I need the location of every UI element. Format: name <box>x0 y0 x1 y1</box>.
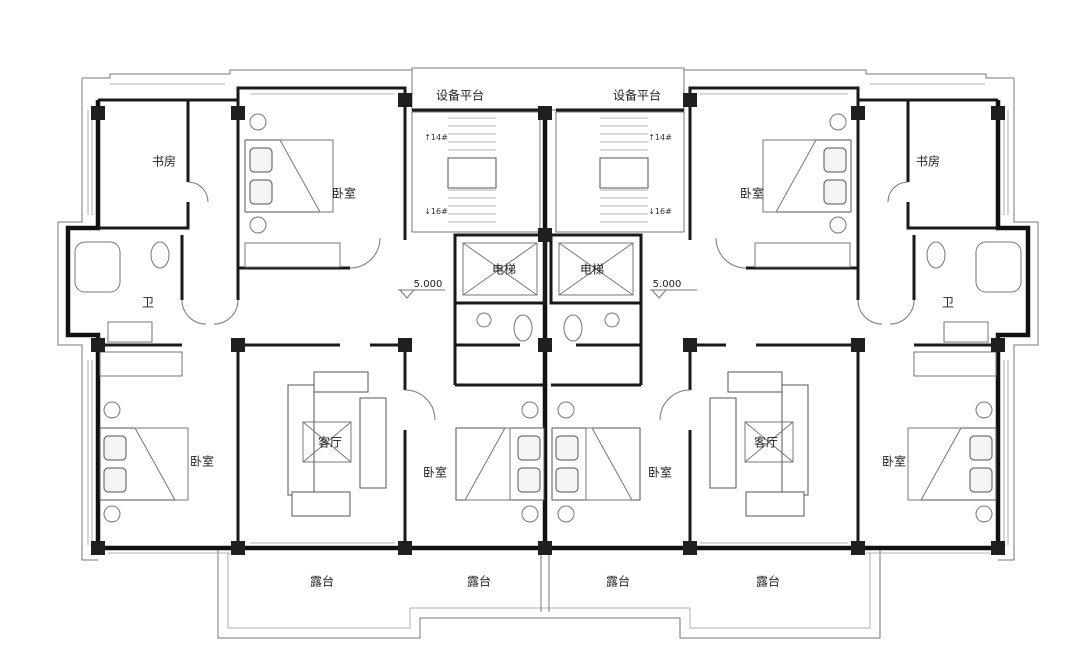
living-room-label-left: 客厅 <box>318 435 342 450</box>
living-room-set-left <box>287 371 387 517</box>
windows <box>87 83 1009 554</box>
column <box>991 338 1005 352</box>
column <box>398 541 412 555</box>
column <box>231 338 245 352</box>
stair-up-label-right: ↑14# <box>648 133 672 142</box>
bathroom-label-left: 卫 <box>142 296 154 310</box>
elevator-shaft-left <box>462 242 538 296</box>
terrace-label-4: 露台 <box>756 574 780 589</box>
elevator-label-left: 电梯 <box>492 263 516 277</box>
bedroom-label-lower-right: 卧室 <box>882 454 906 469</box>
bedroom-label-center-left: 卧室 <box>423 465 447 480</box>
level-marker-right-label: 5.000 <box>653 279 682 290</box>
column <box>398 93 412 107</box>
column <box>398 338 412 352</box>
stair-down-label-left: ↓16# <box>424 207 448 216</box>
column <box>683 93 697 107</box>
staircase-left <box>411 111 541 233</box>
living-room-set-right <box>709 371 809 517</box>
living-room-label-right: 客厅 <box>754 435 778 450</box>
study-label-left: 书房 <box>152 154 176 169</box>
level-marker-right: 5.000 <box>650 279 697 299</box>
column <box>683 541 697 555</box>
bed-left-lower <box>99 401 189 523</box>
bedroom-label-upper-right: 卧室 <box>740 186 764 201</box>
column <box>538 541 552 555</box>
column <box>991 541 1005 555</box>
door-swings <box>181 181 915 421</box>
stair-up-label-left: ↑14# <box>424 133 448 142</box>
terrace-label-3: 露台 <box>606 574 630 589</box>
level-marker-left: 5.000 <box>398 279 445 299</box>
bedroom-label-center-right: 卧室 <box>648 465 672 480</box>
terrace-label-1: 露台 <box>310 574 334 589</box>
stair-down-label-right: ↓16# <box>648 207 672 216</box>
equipment-platform-label-right: 设备平台 <box>613 88 661 103</box>
bathroom-fixtures-right <box>563 241 1022 343</box>
bed-left-upper <box>244 113 334 234</box>
exterior-walls <box>57 67 1039 561</box>
terrace-outline <box>217 548 881 639</box>
column <box>91 338 105 352</box>
column <box>538 106 552 120</box>
bathroom-label-right: 卫 <box>942 296 954 310</box>
structural-columns <box>91 93 1005 555</box>
bed-right-lower <box>907 401 997 523</box>
elevator-label-right: 电梯 <box>580 263 604 277</box>
column <box>91 106 105 120</box>
wardrobes <box>99 242 997 377</box>
bedroom-label-lower-left: 卧室 <box>190 454 214 469</box>
elevator-shaft-right <box>558 242 634 296</box>
bed-center-right <box>551 401 641 523</box>
column <box>683 338 697 352</box>
column <box>851 541 865 555</box>
column <box>231 106 245 120</box>
bathroom-fixtures-left <box>74 241 533 343</box>
level-marker-left-label: 5.000 <box>414 279 443 290</box>
column <box>538 228 552 242</box>
column <box>851 106 865 120</box>
column <box>851 338 865 352</box>
bed-center-left <box>455 401 545 523</box>
column <box>991 106 1005 120</box>
staircase-right <box>555 111 685 233</box>
column <box>538 338 552 352</box>
bedroom-label-upper-left: 卧室 <box>332 186 356 201</box>
column <box>91 541 105 555</box>
study-label-right: 书房 <box>916 154 940 169</box>
bed-right-upper <box>762 113 852 234</box>
center-wall <box>540 110 550 612</box>
terrace-label-2: 露台 <box>467 574 491 589</box>
equipment-platform-label-left: 设备平台 <box>436 88 484 103</box>
interior-walls <box>96 100 1000 548</box>
column <box>231 541 245 555</box>
